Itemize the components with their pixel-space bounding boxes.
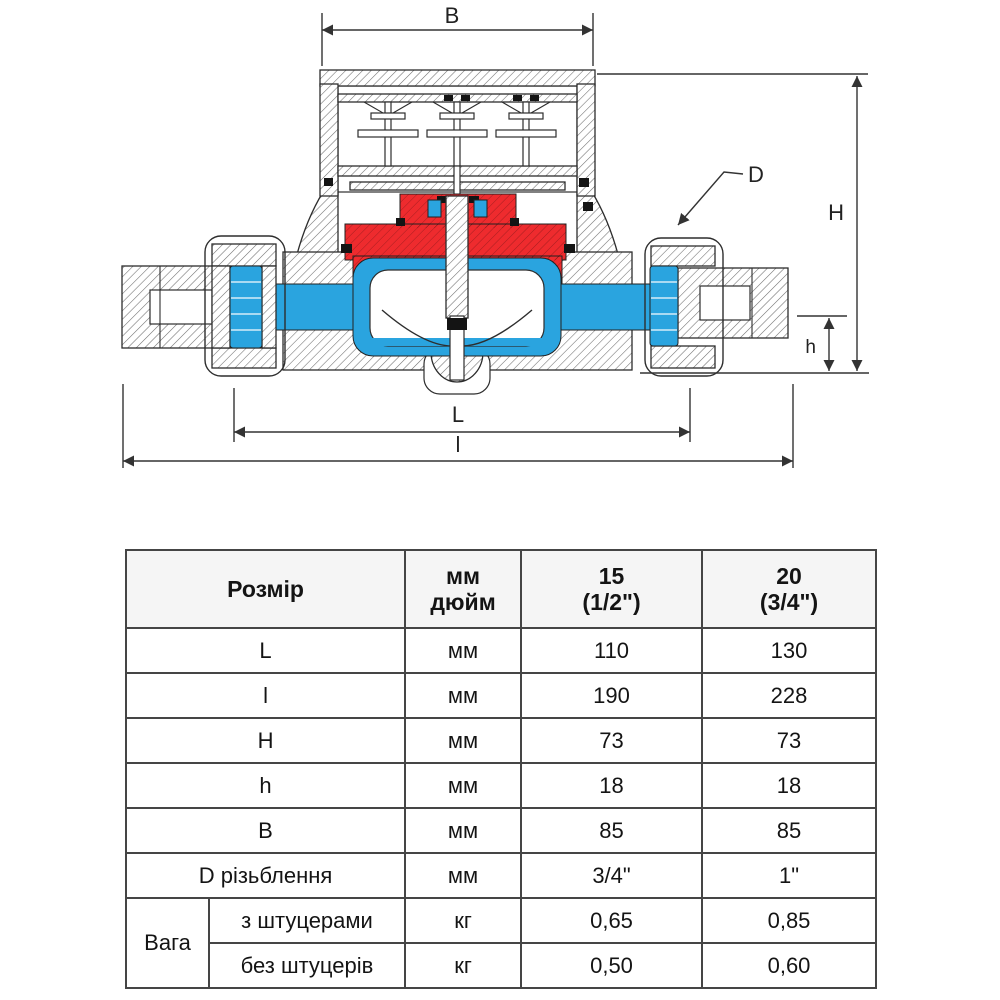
spindle [445,195,469,319]
dim-l: l [122,384,794,468]
left-coupling-nut [204,235,286,377]
dim-label-B: B [445,3,460,28]
dim-label-H: H [828,200,844,225]
value-dn20: 130 [701,627,878,674]
value-dn20: 85 [701,807,878,854]
row-label: h [124,762,407,809]
table-row: B мм 85 85 [124,807,878,854]
dim-label-D: D [748,162,764,187]
value-dn15: 190 [520,672,704,719]
value-dn15: 18 [520,762,704,809]
header-line: Розмір [227,576,304,602]
header-line: 15 [598,563,625,589]
row-unit: мм [404,717,523,764]
row-label: з штуцерами [207,897,407,944]
right-tailpiece [677,267,789,339]
dim-B: B [321,3,594,66]
value-dn15: 3/4" [520,852,704,899]
table-row: D різьблення мм 3/4" 1" [124,852,878,899]
value-dn15: 110 [520,627,704,674]
table-row-weight: Вага з штуцерами кг 0,65 0,85 [125,897,878,989]
row-label: l [124,672,407,719]
value-dn15: 85 [520,807,704,854]
row-label: B [124,807,407,854]
row-unit: мм [404,672,523,719]
weight-group-label: Вага [125,897,210,989]
water-meter-cross-section: B H h D [121,3,869,468]
row-unit: мм [404,852,523,899]
row-label: без штуцерів [207,942,407,989]
value-dn15: 0,50 [520,942,704,989]
dim-label-L: L [452,402,464,427]
table-row-weight: без штуцерів кг 0,50 0,60 [126,942,878,989]
value-dn20: 228 [701,672,878,719]
dim-label-h: h [805,337,816,358]
value-dn20: 1" [701,852,878,899]
col-header-size: Розмір [124,549,407,629]
col-header-unit: мм дюйм [404,549,523,629]
header-line: мм [446,563,481,589]
header-line: 20 [776,563,802,589]
row-unit: мм [404,807,523,854]
flow-path-blue [261,195,663,381]
dim-label-l: l [456,432,461,457]
dim-L: L [233,388,691,442]
dimensions: B H h D [122,3,869,468]
dim-D: D [677,162,764,226]
header-line: (1/2") [582,589,641,615]
row-unit: мм [404,762,523,809]
right-coupling [644,237,789,377]
col-header-dn15: 15 (1/2") [520,549,704,629]
row-label: H [124,717,407,764]
row-unit: мм [404,627,523,674]
row-label: D різьблення [124,852,407,899]
right-coupling-nut [644,237,724,377]
dimensions-table: Розмір мм дюйм 15 (1/2") 20 (3/4") L [124,549,878,989]
value-dn15: 0,65 [520,897,704,944]
col-header-dn20: 20 (3/4") [701,549,878,629]
gear-train [357,95,557,197]
header-line: (3/4") [759,589,819,615]
row-unit: кг [404,942,523,989]
register-cap [295,69,620,259]
value-dn15: 73 [520,717,704,764]
dim-H: H [597,73,869,374]
dim-h: h [797,315,847,371]
value-dn20: 0,60 [701,942,878,989]
header-line: дюйм [430,589,496,615]
table-header-row: Розмір мм дюйм 15 (1/2") 20 (3/4") [124,549,878,629]
value-dn20: 0,85 [701,897,878,944]
left-coupling [121,235,286,377]
value-dn20: 18 [701,762,878,809]
table-row: H мм 73 73 [124,717,878,764]
table-row: h мм 18 18 [124,762,878,809]
table-row: L мм 110 130 [124,627,878,674]
value-dn20: 73 [701,717,878,764]
table-row: l мм 190 228 [124,672,878,719]
row-unit: кг [404,897,523,944]
row-label: L [124,627,407,674]
